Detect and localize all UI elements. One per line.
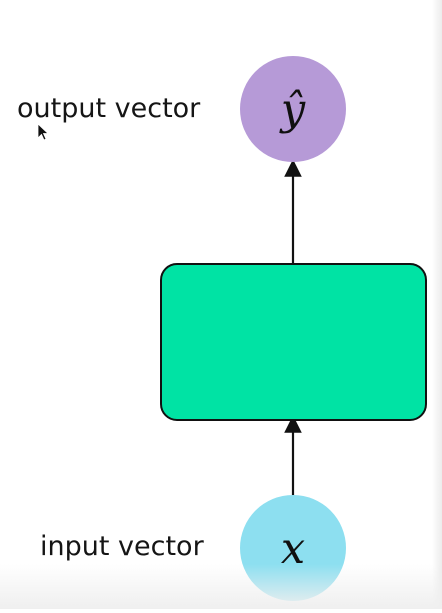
mouse-cursor-icon: [37, 123, 49, 141]
right-edge-shadow: [432, 0, 442, 609]
output-node: [240, 56, 346, 162]
output-vector-label: output vector: [17, 93, 201, 124]
input-vector-label: input vector: [40, 531, 204, 562]
hidden-layer-box: [160, 263, 427, 421]
input-symbol: x: [281, 524, 305, 574]
output-symbol: ŷ: [279, 85, 306, 135]
